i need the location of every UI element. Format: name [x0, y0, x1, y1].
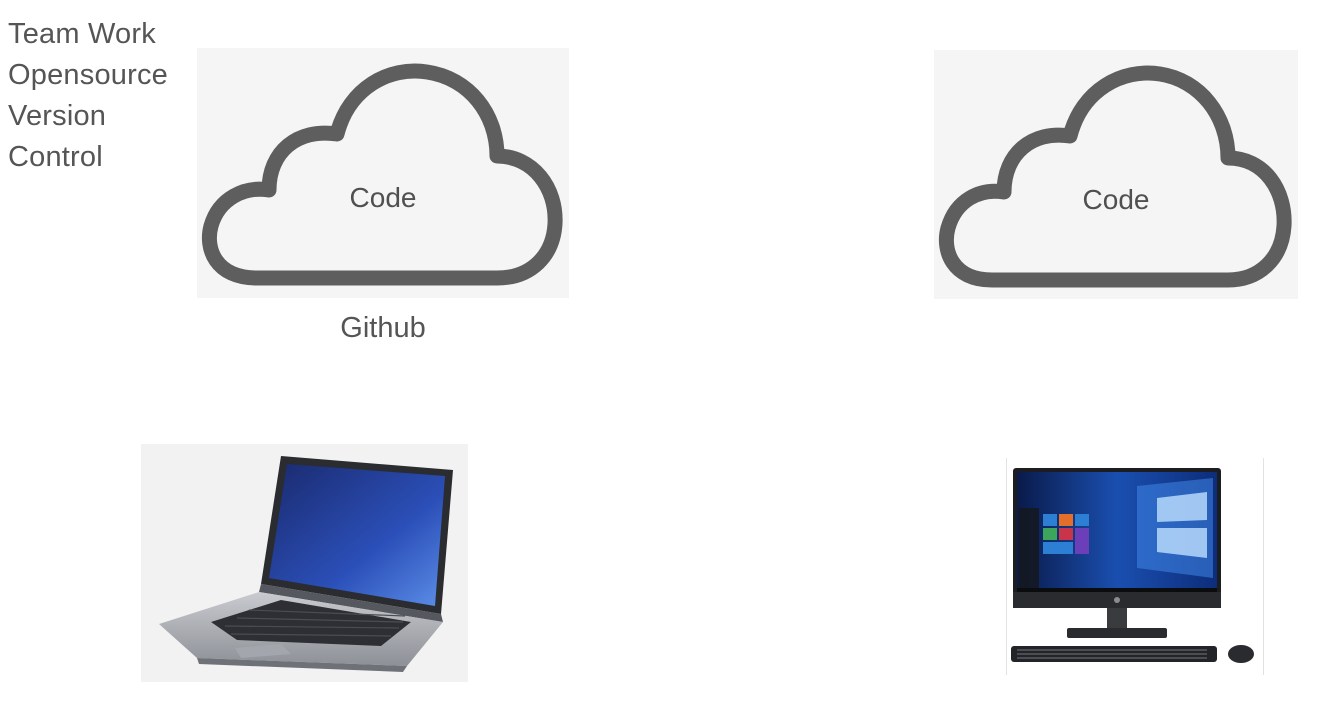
topic-list: Team Work Opensource Version Control [8, 14, 168, 178]
desktop-image [1006, 458, 1264, 675]
laptop-icon [159, 456, 453, 672]
cloud-label-right: Code [1082, 184, 1150, 215]
desktop-computer-icon [1011, 468, 1254, 663]
cloud-label-left: Code [349, 182, 417, 213]
cloud-caption: Github [340, 312, 426, 344]
topic-item: Version [8, 100, 107, 132]
cloud-icon [938, 65, 1292, 288]
topic-item: Control [8, 141, 103, 173]
topic-item: Team Work [8, 18, 156, 50]
cloud-card-right: Code [934, 50, 1298, 299]
laptop-image [141, 444, 468, 682]
cloud-icon [201, 63, 563, 286]
cloud-card-left: Code [197, 48, 569, 298]
topic-item: Opensource [8, 59, 168, 91]
